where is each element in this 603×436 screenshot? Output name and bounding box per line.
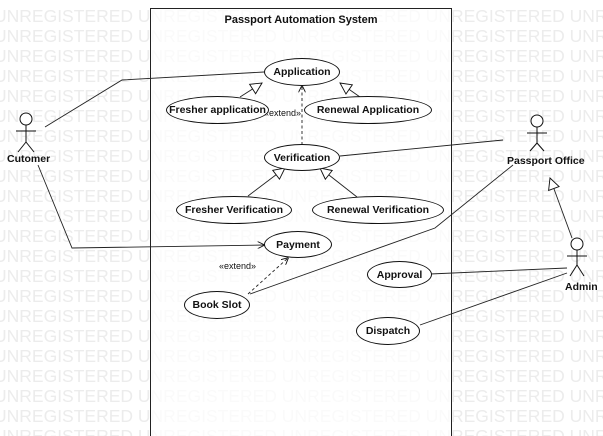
usecase-payment[interactable]: Payment bbox=[264, 231, 332, 258]
association-line bbox=[429, 267, 568, 275]
usecase-renewal-application[interactable]: Renewal Application bbox=[304, 96, 432, 124]
usecase-renewal-verification[interactable]: Renewal Verification bbox=[312, 196, 444, 224]
association-line bbox=[37, 164, 264, 248]
extend-stereotype-label: «extend» bbox=[264, 108, 302, 118]
association-line bbox=[44, 71, 265, 128]
usecase-dispatch[interactable]: Dispatch bbox=[356, 317, 420, 345]
generalization-line bbox=[239, 83, 262, 98]
usecase-fresher-application[interactable]: Fresher application bbox=[166, 96, 269, 124]
generalization-line bbox=[247, 168, 285, 197]
actor-label-customer: Cutomer bbox=[7, 153, 51, 165]
usecase-book-slot[interactable]: Book Slot bbox=[184, 291, 250, 319]
extend-line bbox=[247, 258, 288, 295]
usecase-approval[interactable]: Approval bbox=[367, 261, 432, 288]
usecase-label: Renewal Verification bbox=[326, 204, 430, 216]
passport-office-actor-figure[interactable] bbox=[527, 114, 547, 152]
usecase-verification[interactable]: Verification bbox=[264, 144, 340, 171]
usecase-label: Approval bbox=[376, 268, 423, 281]
generalization-line bbox=[320, 168, 358, 198]
generalization-line bbox=[550, 178, 573, 239]
customer-actor-figure[interactable] bbox=[16, 112, 36, 153]
usecase-fresher-verification[interactable]: Fresher Verification bbox=[176, 196, 292, 224]
usecase-label: Dispatch bbox=[365, 325, 411, 337]
association-line bbox=[419, 272, 568, 326]
system-title: Passport Automation System bbox=[224, 14, 378, 26]
usecase-label: Payment bbox=[276, 238, 320, 251]
usecase-label: Book Slot bbox=[192, 299, 242, 311]
usecase-label: Application bbox=[273, 66, 331, 78]
usecase-label: Renewal Application bbox=[316, 104, 420, 116]
association-line bbox=[339, 139, 504, 157]
usecase-label: Fresher Verification bbox=[184, 204, 284, 216]
actor-label-admin: Admin bbox=[565, 281, 598, 293]
generalization-line bbox=[340, 83, 361, 98]
association-line bbox=[249, 164, 514, 295]
actor-label-passport-office: Passport Office bbox=[507, 155, 585, 167]
admin-actor-figure[interactable] bbox=[567, 237, 587, 277]
extend-stereotype-label: «extend» bbox=[219, 261, 257, 271]
usecase-application[interactable]: Application bbox=[264, 58, 340, 86]
usecase-label: Verification bbox=[273, 151, 331, 164]
usecase-label: Fresher application bbox=[169, 104, 266, 116]
